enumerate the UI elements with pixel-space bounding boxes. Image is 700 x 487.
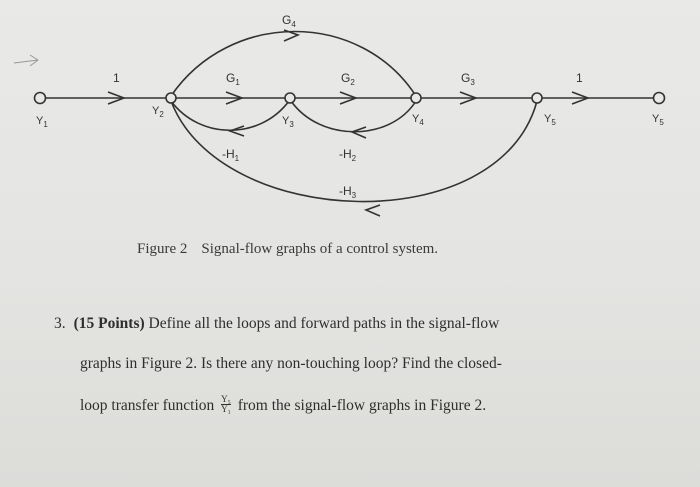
signal-flow-graph: G4 G1 G2 G3 1 1 -H1 -H2 -H3 Y1 Y2 Y3 Y4 … bbox=[13, 13, 666, 217]
label-node-y2: Y2 bbox=[152, 105, 164, 119]
fraction-denominator: Y₁ bbox=[221, 404, 231, 414]
label-h2: -H2 bbox=[339, 147, 357, 163]
figure-caption-text: Signal-flow graphs of a control system. bbox=[201, 241, 439, 257]
problem-text-1: Define all the loops and forward paths i… bbox=[148, 315, 500, 332]
label-node-y1: Y1 bbox=[36, 115, 48, 129]
arrow-h3 bbox=[363, 204, 381, 217]
node-y1 bbox=[33, 91, 47, 105]
label-g4: G4 bbox=[282, 13, 296, 29]
label-node-y5-output: Y5 bbox=[652, 113, 664, 127]
label-node-y4: Y4 bbox=[412, 113, 424, 127]
label-h3: -H3 bbox=[339, 184, 357, 200]
arrow-g3 bbox=[459, 91, 479, 105]
arrow-h2 bbox=[349, 126, 367, 139]
arrow-g2 bbox=[339, 91, 359, 105]
figure-number: Figure 2 bbox=[137, 241, 188, 257]
arrow-h1 bbox=[227, 125, 245, 137]
node-y4 bbox=[410, 92, 422, 104]
problem-number: 3. bbox=[54, 315, 66, 332]
problem-line-2: graphs in Figure 2. Is there any non-tou… bbox=[80, 355, 502, 372]
label-g2: G2 bbox=[341, 71, 355, 87]
label-g1: G1 bbox=[226, 71, 240, 87]
label-gain-1-right: 1 bbox=[576, 71, 583, 85]
label-node-y5: Y5 bbox=[544, 113, 556, 127]
label-h1: -H1 bbox=[222, 147, 240, 163]
arrow-1-left bbox=[107, 91, 127, 105]
node-y5 bbox=[531, 92, 543, 104]
problem-points: (15 Points) bbox=[73, 315, 145, 332]
problem-line-1: 3. (15 Points) Define all the loops and f… bbox=[54, 315, 499, 333]
figure-caption: Figure 2 Signal-flow graphs of a control … bbox=[137, 241, 438, 258]
arrow-g1 bbox=[225, 91, 245, 105]
problem-text-3a: loop transfer function bbox=[80, 397, 215, 415]
branch-h2 bbox=[290, 100, 417, 133]
label-gain-1-left: 1 bbox=[113, 71, 120, 85]
problem-text-3b: from the signal-flow graphs in Figure 2. bbox=[237, 397, 487, 415]
arrow-1-right bbox=[571, 91, 591, 105]
branch-h1 bbox=[170, 100, 290, 131]
pencil-mark bbox=[13, 54, 39, 67]
node-y2 bbox=[165, 92, 177, 104]
arrow-g4 bbox=[283, 29, 301, 42]
node-y5-output bbox=[652, 91, 666, 105]
node-y3 bbox=[284, 92, 296, 104]
branch-g4 bbox=[170, 30, 417, 97]
fraction-numerator: Y₅ bbox=[221, 394, 231, 404]
label-node-y3: Y3 bbox=[282, 115, 294, 129]
label-g3: G3 bbox=[461, 71, 475, 87]
branch-h3 bbox=[170, 100, 538, 203]
